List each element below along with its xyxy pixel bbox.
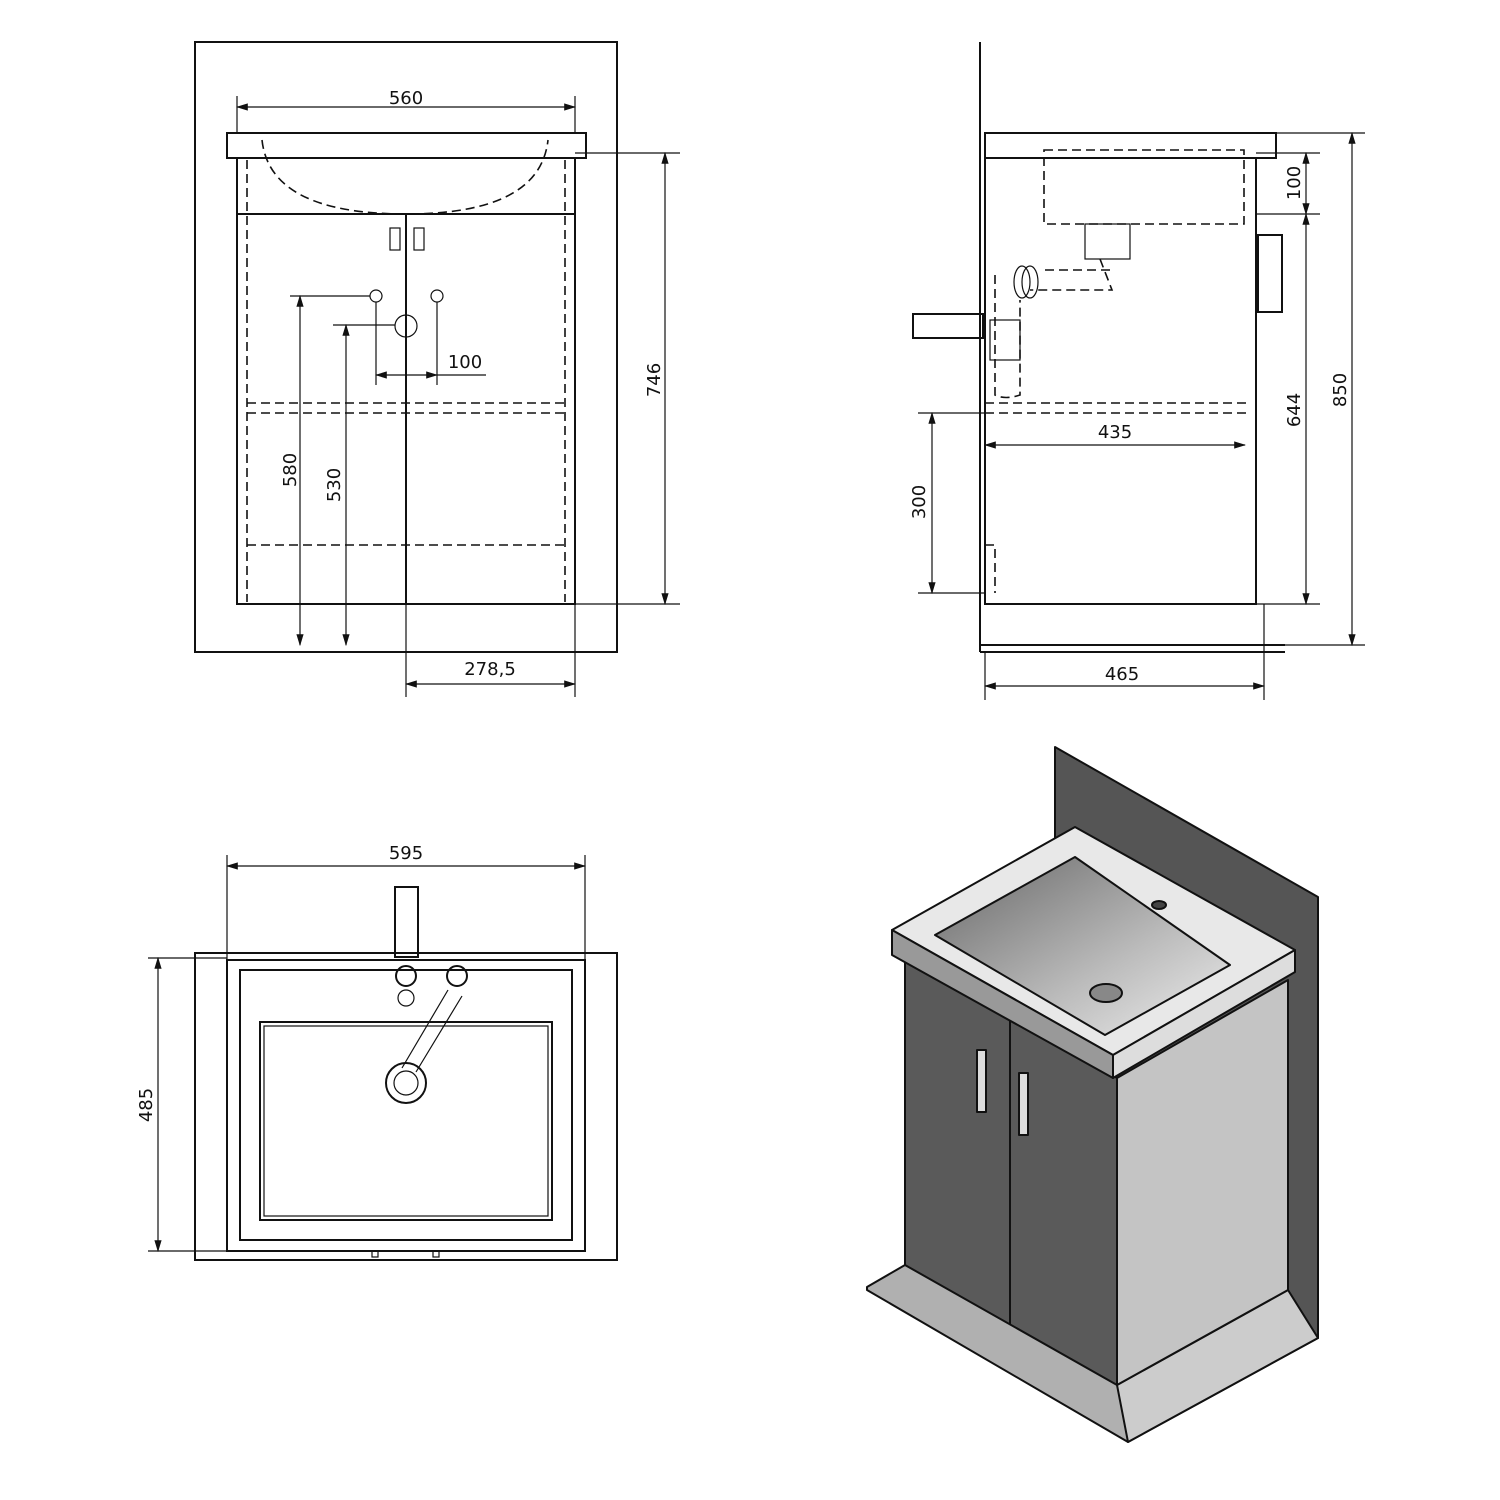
dim-depth: 465 [1105, 664, 1139, 685]
dim-drain-height: 530 [324, 468, 345, 502]
dim-cabinet-height: 644 [1284, 393, 1305, 427]
dim-hole-height: 580 [280, 453, 301, 487]
dim-front-height: 746 [644, 363, 665, 397]
basin-bowl [934, 856, 1231, 1036]
isometric-view [866, 746, 1319, 1443]
dim-shelf-height: 300 [909, 485, 930, 519]
dim-half-width: 278,5 [464, 659, 516, 680]
front-view: 560 746 580 530 100 278,5 [194, 41, 680, 697]
dim-front-width: 560 [389, 88, 423, 109]
dim-top-depth: 485 [136, 1088, 157, 1122]
dim-hole-spacing: 100 [448, 352, 482, 373]
door-handle-left [976, 1049, 987, 1113]
door-handle-right [1018, 1072, 1029, 1136]
top-view: 595 485 [136, 843, 618, 1261]
dim-total-height: 850 [1330, 373, 1351, 407]
side-view: 850 644 100 435 300 465 [909, 42, 1365, 700]
dim-top-width: 595 [389, 843, 423, 864]
dim-inner-depth: 435 [1098, 422, 1132, 443]
cabinet-side [1116, 979, 1289, 1386]
dim-basin-thickness: 100 [1284, 166, 1305, 200]
